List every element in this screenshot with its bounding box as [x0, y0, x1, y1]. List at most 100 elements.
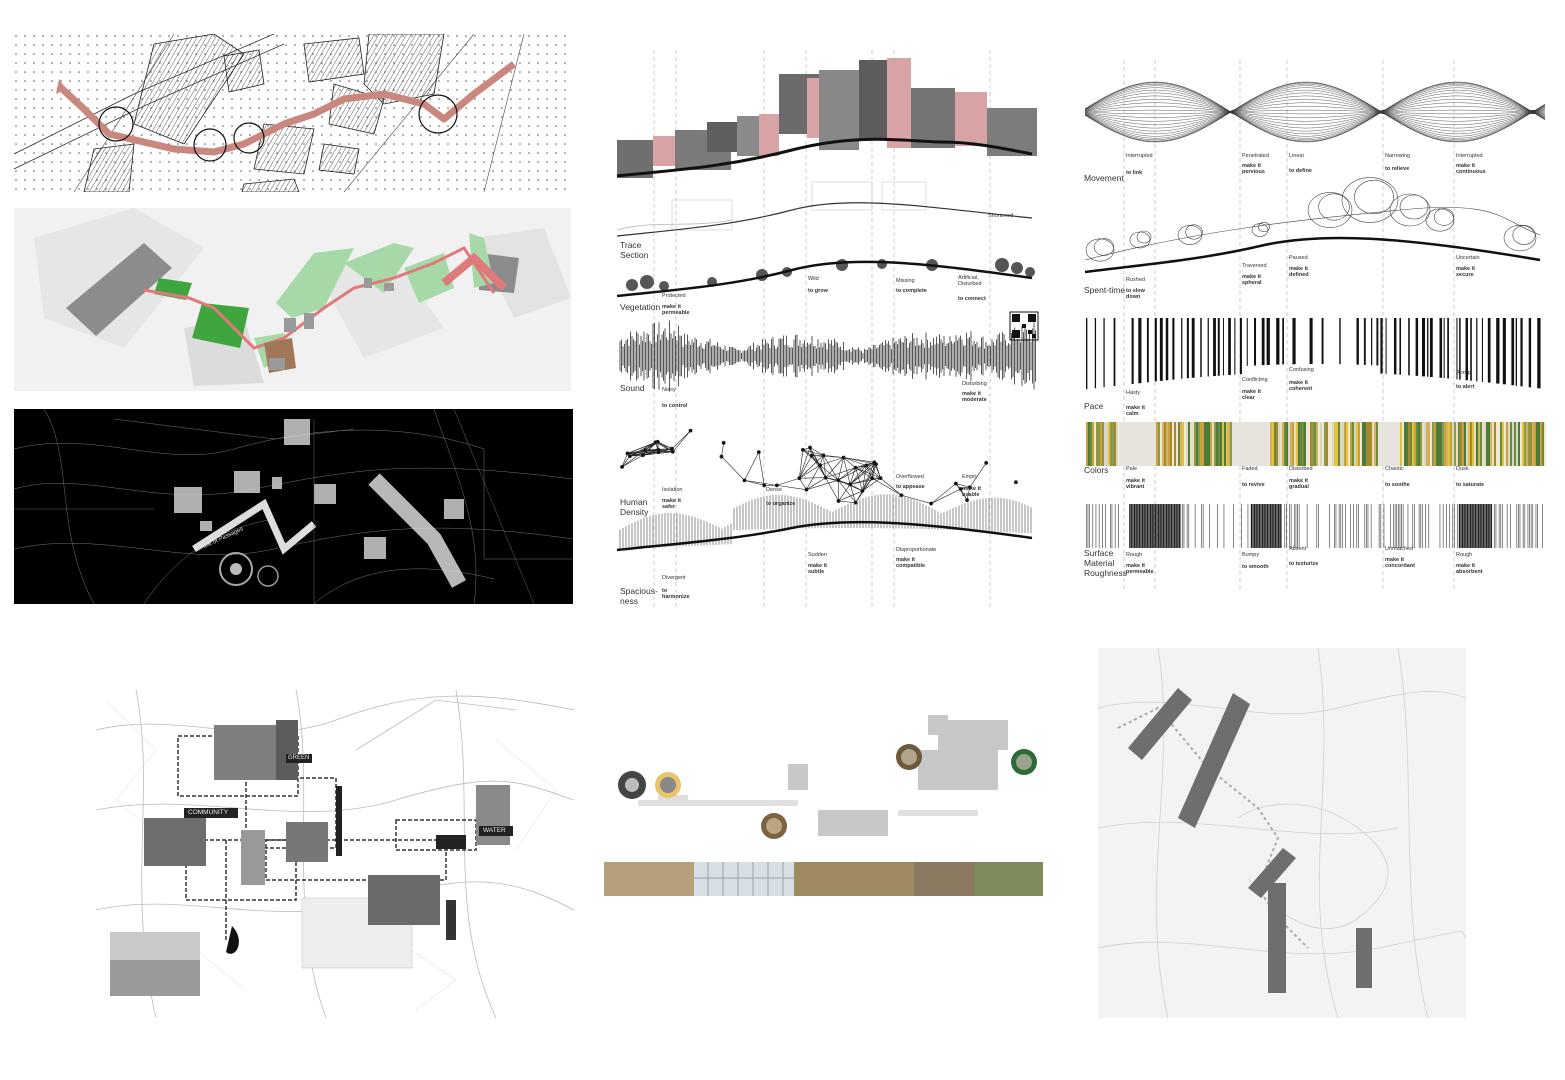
network-node	[643, 448, 648, 452]
note: to organize	[766, 501, 796, 507]
color-bar	[1096, 422, 1098, 466]
color-bar	[1214, 422, 1216, 466]
network-edge	[799, 477, 826, 479]
surface-bar	[1188, 504, 1190, 548]
note: make it coherent	[1289, 380, 1313, 392]
color-bar	[1392, 422, 1394, 466]
color-bar	[1390, 422, 1392, 466]
surface-bar	[1297, 504, 1298, 548]
movement-strand	[1084, 102, 1546, 113]
surface-bar	[1495, 504, 1497, 548]
surface-bar	[1142, 504, 1144, 548]
network-edge	[825, 477, 839, 502]
network-edge	[849, 465, 867, 485]
surface-bar	[1316, 504, 1318, 548]
movement-strand	[1084, 112, 1546, 132]
note: make it gradual	[1289, 478, 1309, 490]
note: Linear	[1289, 153, 1305, 159]
spaciousness-title: Spacious-ness	[620, 586, 658, 606]
note: Bumpy	[1242, 552, 1260, 558]
surface-bar	[1422, 504, 1423, 548]
network-edge	[799, 478, 807, 490]
network-edge	[865, 465, 873, 479]
color-bar	[1190, 422, 1192, 466]
network-node	[797, 476, 802, 481]
pace-bar	[1103, 318, 1105, 388]
pace-bar	[1261, 318, 1265, 366]
network-edge	[671, 430, 691, 449]
color-bar	[1426, 422, 1428, 466]
color-bar	[1210, 422, 1212, 466]
surface-bar	[1132, 504, 1134, 548]
pace-bar	[1528, 318, 1532, 388]
movement-strand	[1084, 112, 1546, 143]
pace-bar	[1520, 318, 1523, 387]
color-bar	[1384, 422, 1386, 466]
note: Absent	[1289, 546, 1307, 552]
surface-bar	[1396, 504, 1398, 548]
network-edge	[862, 462, 875, 492]
color-bar	[1360, 422, 1362, 466]
network-edge	[849, 484, 857, 503]
color-bar	[1092, 422, 1094, 466]
note: to soothe	[1385, 482, 1410, 488]
movement-strand	[1084, 89, 1546, 112]
network-node	[719, 454, 724, 459]
surface-bar	[1498, 504, 1500, 548]
network-edge	[966, 487, 971, 501]
note: make it secure	[1456, 266, 1475, 278]
surface-bar	[1383, 504, 1385, 548]
color-bar	[1466, 422, 1468, 466]
color-bar	[1314, 422, 1316, 466]
network-edge	[621, 455, 631, 468]
surface-bar	[1370, 504, 1372, 548]
surface-roughness-bars	[1086, 504, 1543, 548]
color-bar	[1294, 422, 1296, 466]
network-edge	[811, 455, 826, 478]
time-loop	[1258, 221, 1270, 233]
surface-bar	[1202, 504, 1204, 548]
color-bar	[1150, 422, 1152, 466]
movement-strand	[1084, 111, 1546, 126]
color-bar	[1156, 422, 1158, 466]
color-bar	[1202, 422, 1204, 466]
note: make it moderate	[962, 391, 987, 403]
network-edge	[621, 454, 644, 468]
color-bar	[1272, 422, 1274, 466]
color-bar	[1538, 422, 1540, 466]
surface-bar	[1164, 504, 1166, 548]
color-bar	[1296, 422, 1298, 466]
note: make it vibrant	[1126, 478, 1145, 490]
color-bar	[1450, 422, 1452, 466]
color-bar	[1350, 422, 1352, 466]
spent-time-loops	[1084, 177, 1541, 262]
surface-bar	[1276, 504, 1278, 548]
color-bar	[1184, 422, 1186, 466]
note: Wild	[808, 276, 819, 282]
network-node	[878, 476, 883, 481]
pace-bar	[1217, 318, 1220, 376]
color-bar	[1276, 422, 1278, 466]
time-loop	[1389, 193, 1431, 227]
network-node	[821, 453, 826, 458]
color-bar	[1524, 422, 1526, 466]
surface-bar	[1494, 504, 1495, 548]
surface-bar	[1425, 504, 1426, 548]
surface-bar	[1412, 504, 1414, 548]
movement-strand	[1084, 92, 1546, 112]
color-bar	[1218, 422, 1220, 466]
surface-bar	[1247, 504, 1249, 548]
surface-bar	[1487, 504, 1489, 548]
material-strip-diagram	[598, 710, 1048, 900]
note: to appease	[896, 484, 925, 490]
note: Pale	[1126, 466, 1138, 472]
color-bar	[1410, 422, 1412, 466]
color-bar	[1476, 422, 1478, 466]
network-edge	[806, 465, 821, 490]
network-node	[823, 475, 828, 480]
network-node	[756, 450, 761, 455]
surface-bar	[1178, 504, 1181, 548]
surface-bar	[1420, 504, 1422, 548]
surface-bar	[1186, 504, 1188, 548]
color-bar	[1130, 422, 1132, 466]
